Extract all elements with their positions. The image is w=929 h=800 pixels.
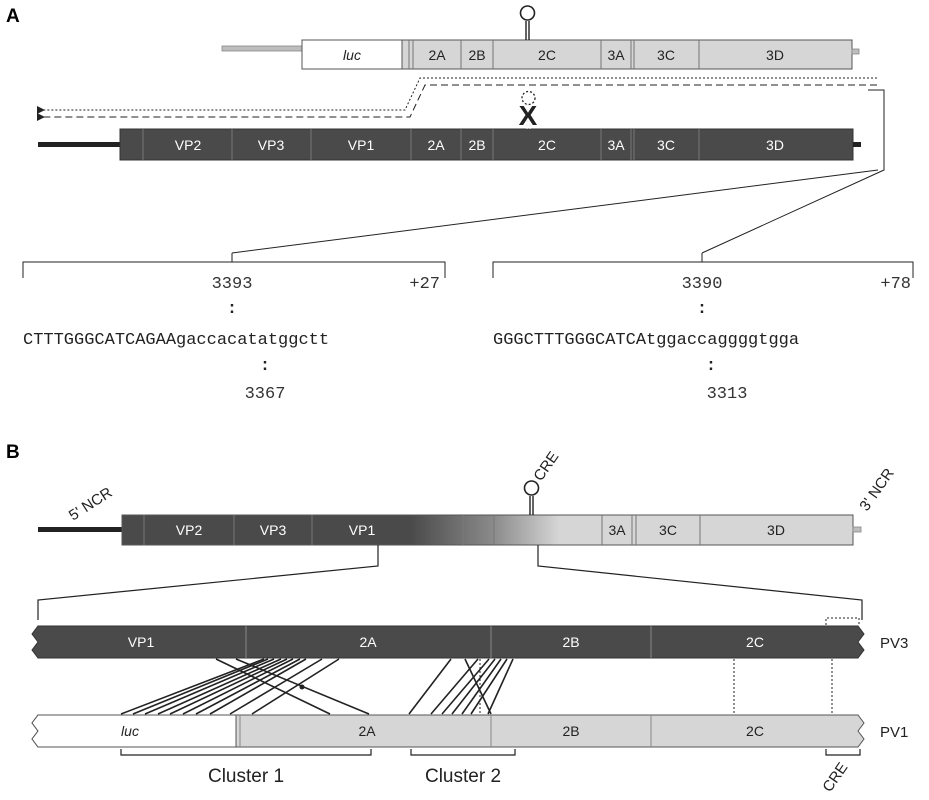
left-junction-offset: +27	[409, 275, 440, 294]
genome-b: VP2 VP3 VP1 3A 3C 3D CRE 5' NCR 3' NCR	[38, 449, 898, 546]
replicon-5ncr	[221, 45, 303, 52]
right-junction-bottom-position: 3313	[707, 385, 748, 404]
pv1-label: PV1	[880, 724, 908, 741]
genome-b-dark	[122, 515, 410, 545]
left-junction-colon-bottom: :	[260, 357, 270, 376]
pv1-bar: luc 2A 2B 2C PV1	[31, 714, 908, 748]
panel-a-label: A	[6, 6, 20, 27]
replicon: luc 2A 2B 2C 3A 3C 3D	[221, 5, 860, 70]
genome-a-5ncr	[38, 142, 120, 147]
genome-a-segment-2b: 2B	[468, 137, 485, 153]
genome-a-segment-3d: 3D	[766, 137, 784, 153]
replicon-segment-3d: 3D	[766, 47, 784, 63]
recombination-junctions	[120, 658, 514, 715]
pv3-label: PV3	[880, 635, 908, 652]
genome-b-3ncr	[852, 526, 862, 533]
genome-a-3ncr	[853, 142, 861, 147]
pv1-segment-luc: luc	[121, 723, 139, 739]
genome-a-segment-vp2: VP2	[175, 137, 202, 153]
pv1-segment-2a: 2A	[358, 723, 376, 739]
pv3-cre-dotted-bracket	[825, 617, 860, 625]
stem-loop-icon	[519, 5, 536, 40]
replicon-segment-2a: 2A	[428, 47, 446, 63]
pv3-segment-vp1: VP1	[128, 634, 155, 650]
genome-b-segment-vp1: VP1	[349, 522, 376, 538]
cluster-1-label: Cluster 1	[208, 766, 284, 787]
cross-mark: X	[519, 100, 538, 131]
genome-b-segment-3c: 3C	[659, 522, 677, 538]
genome-a-segment-2a: 2A	[427, 137, 445, 153]
genome-b-gradient	[410, 515, 560, 545]
genome-a-segment-2c: 2C	[538, 137, 556, 153]
right-junction: 3390 +78 : GGGCTTTGGGCATCAtggaccaggggtgg…	[493, 275, 911, 404]
deleted-stem-loop-icon	[521, 90, 536, 129]
pv3-segment-2c: 2C	[746, 634, 764, 650]
right-junction-sequence: GGGCTTTGGGCATCAtggaccaggggtgga	[493, 331, 799, 350]
genome-a-segment-3a: 3A	[607, 137, 625, 153]
right-junction-offset: +78	[880, 275, 911, 294]
junction-callouts	[231, 89, 885, 254]
pv3-segment-2a: 2A	[359, 634, 377, 650]
genome-a-body	[119, 128, 854, 161]
cluster-2-label: Cluster 2	[425, 766, 501, 787]
right-junction-colon-bottom: :	[706, 357, 716, 376]
cre-top-label: CRE	[530, 449, 562, 485]
right-junction-bracket	[492, 253, 914, 278]
cluster-brackets	[120, 749, 861, 756]
right-junction-colon-top: :	[697, 300, 707, 319]
template-switch-lines	[37, 77, 877, 121]
genome-b-light	[560, 515, 853, 545]
replicon-segment-luc: luc	[343, 47, 361, 63]
left-junction-top-position: 3393	[212, 275, 253, 294]
left-junction: 3393 +27 : CTTTGGGCATCAGAAgaccacatatggct…	[23, 275, 440, 404]
replicon-3ncr	[851, 48, 860, 55]
replicon-body	[401, 39, 853, 70]
genome-b-segment-3a: 3A	[608, 522, 626, 538]
genome-b-segment-3d: 3D	[767, 522, 785, 538]
pv3-body	[31, 625, 865, 659]
right-junction-top-position: 3390	[682, 275, 723, 294]
replicon-segment-3a: 3A	[607, 47, 625, 63]
genome-b-5ncr	[38, 527, 122, 532]
stem-loop-icon	[523, 480, 540, 515]
pv1-segment-2c: 2C	[746, 723, 764, 739]
genome-a-segment-3c: 3C	[657, 137, 675, 153]
junction-dot	[299, 684, 305, 690]
genome-a-segment-vp3: VP3	[258, 137, 285, 153]
replicon-segment-3c: 3C	[657, 47, 675, 63]
cre-bottom-label: CRE	[819, 760, 851, 796]
replicon-luc	[301, 39, 403, 70]
panel-b-label: B	[6, 442, 20, 463]
left-junction-sequence: CTTTGGGCATCAGAAgaccacatatggctt	[23, 331, 329, 350]
ncr3-label: 3' NCR	[856, 465, 897, 514]
genome-b-segment-vp2: VP2	[176, 522, 203, 538]
genome-a: VP2 VP3 VP1 2A 2B 2C 3A 3C 3D X	[38, 90, 861, 161]
genome-b-segment-vp3: VP3	[260, 522, 287, 538]
left-junction-colon-top: :	[227, 300, 237, 319]
pv3-segment-2b: 2B	[562, 634, 579, 650]
replicon-segment-2c: 2C	[538, 47, 556, 63]
left-junction-bracket	[22, 253, 446, 278]
pv1-segment-2b: 2B	[562, 723, 579, 739]
dotted-junctions	[479, 659, 833, 714]
pv1-luc	[31, 714, 237, 748]
zoom-callout	[37, 545, 863, 620]
genome-a-segment-vp1: VP1	[348, 137, 375, 153]
replicon-segment-2b: 2B	[468, 47, 485, 63]
left-junction-bottom-position: 3367	[245, 385, 286, 404]
ncr5-label: 5' NCR	[66, 484, 116, 524]
pv3-bar: VP1 2A 2B 2C PV3	[31, 625, 908, 659]
